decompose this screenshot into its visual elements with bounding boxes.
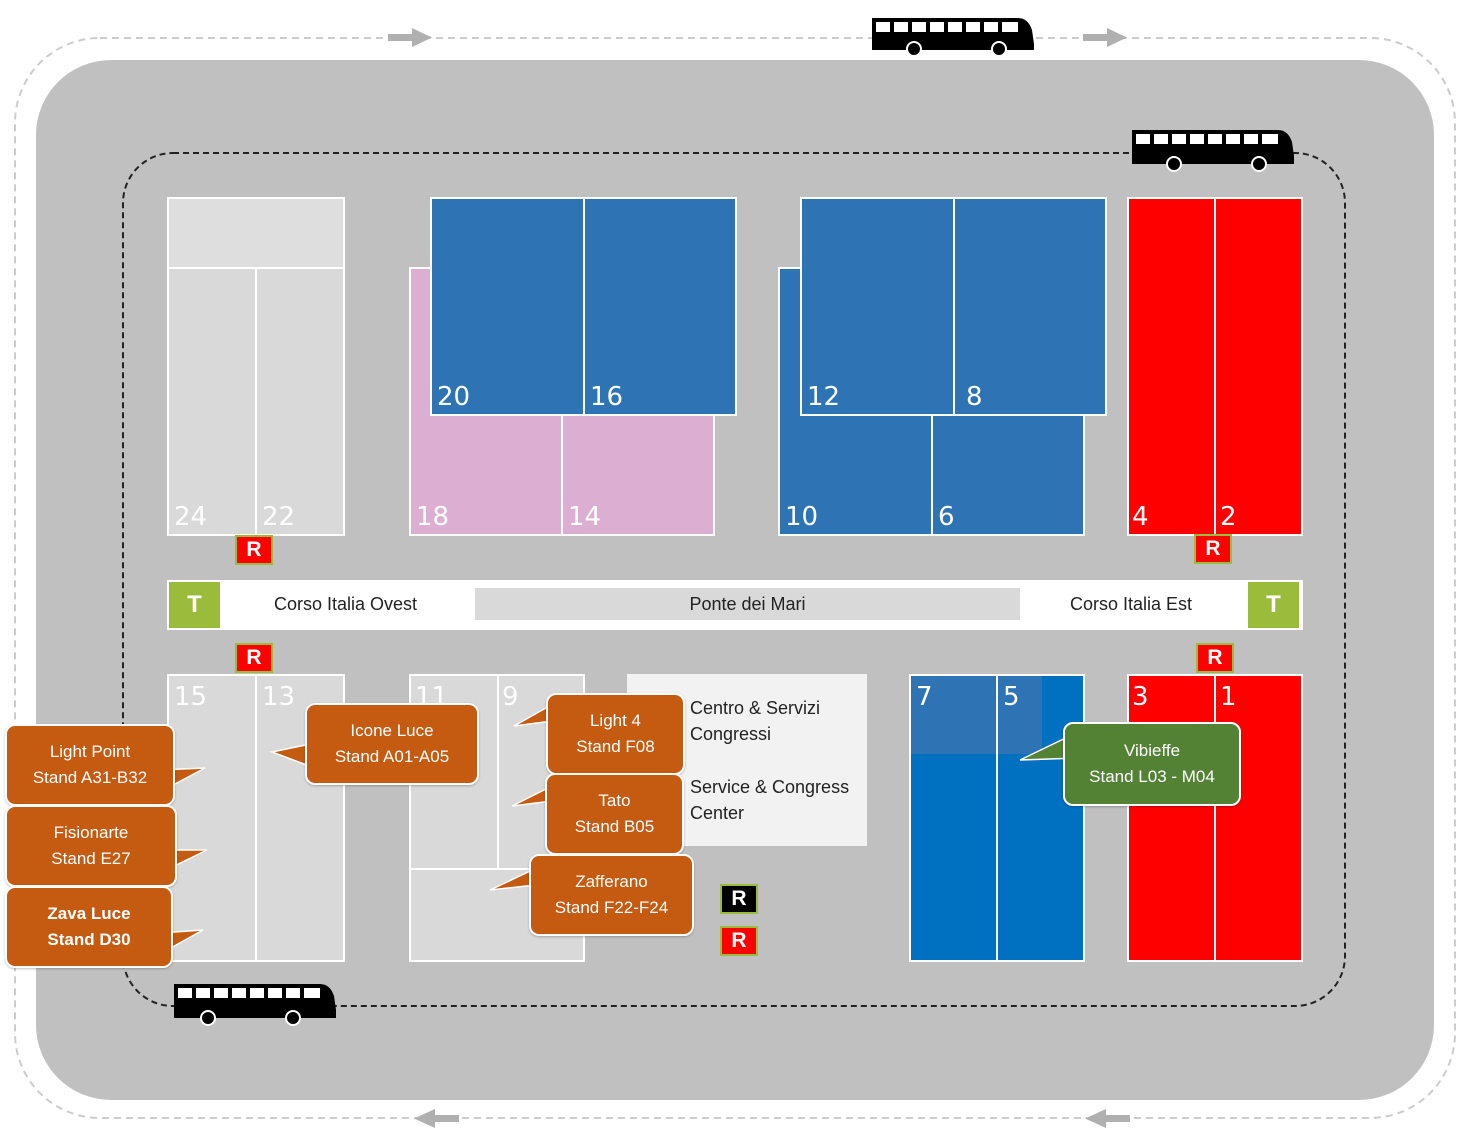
exhibitor-name: Tato	[598, 791, 631, 810]
hall-15[interactable]: 15	[167, 674, 257, 962]
label-line: Centro & Servizi	[690, 698, 821, 718]
arrow-icon	[1083, 28, 1127, 47]
hall-number: 8	[966, 382, 983, 412]
hall-7[interactable]: 7	[909, 674, 998, 962]
label-line: Service & Congress	[690, 777, 850, 797]
hall-number: 15	[174, 682, 208, 712]
callout-light-point[interactable]: Light Point Stand A31-B32	[5, 724, 175, 806]
hall-number: 24	[174, 502, 208, 532]
bus-icon	[174, 984, 336, 1026]
arrow-icon	[414, 1109, 459, 1128]
callout-icone-luce[interactable]: Icone Luce Stand A01-A05	[305, 703, 479, 785]
hall-number: 3	[1132, 682, 1149, 712]
hall-number: 1	[1220, 682, 1237, 712]
tram-stop-east[interactable]: T	[1248, 582, 1299, 628]
exhibitor-name: Vibieffe	[1123, 741, 1181, 760]
exhibitor-name: Light 4	[589, 711, 642, 730]
exhibitor-stand: Stand E27	[51, 849, 131, 868]
hall-number: 22	[262, 502, 296, 532]
tram-stop-west[interactable]: T	[169, 582, 220, 628]
hall-number: 12	[807, 382, 841, 412]
exhibitor-stand: Stand F22-F24	[554, 898, 669, 917]
restaurant-badge[interactable]: R	[235, 535, 273, 565]
congress-center-label-en: Service & Congress Center	[690, 774, 849, 826]
hall-number: 9	[502, 682, 519, 712]
exhibitor-name: Light Point	[49, 742, 131, 761]
hall-4[interactable]: 4	[1127, 197, 1216, 536]
restaurant-badge-black[interactable]: R	[720, 884, 758, 914]
restaurant-badge[interactable]: R	[1194, 534, 1232, 564]
hall-number: 14	[568, 502, 602, 532]
hall-number: 20	[437, 382, 471, 412]
exhibitor-name: Fisionarte	[53, 823, 129, 842]
callout-zava-luce[interactable]: Zava Luce Stand D30	[5, 886, 173, 968]
inner-bus-route	[122, 152, 1346, 1007]
hall-14[interactable]: 14	[561, 414, 715, 536]
bus-icon	[872, 18, 1034, 57]
restaurant-badge[interactable]: R	[235, 643, 273, 673]
exhibitor-stand: Stand D30	[47, 930, 131, 949]
ponte-dei-mari: Ponte dei Mari	[475, 588, 1020, 620]
hall-8[interactable]: 8	[953, 197, 1107, 416]
hall-number: 4	[1132, 502, 1149, 532]
arrow-icon	[1085, 1109, 1130, 1128]
callout-tato[interactable]: Tato Stand B05	[545, 773, 684, 855]
hall-number: 16	[590, 382, 624, 412]
hall-2[interactable]: 2	[1214, 197, 1303, 536]
callout-zafferano[interactable]: Zafferano Stand F22-F24	[529, 854, 694, 936]
hall-5[interactable]: 5	[996, 674, 1085, 962]
hall-number: 2	[1220, 502, 1237, 532]
hall-number: 6	[938, 502, 955, 532]
hall-number: 18	[416, 502, 450, 532]
callout-light4[interactable]: Light 4 Stand F08	[546, 693, 685, 775]
label-line: Congressi	[690, 724, 772, 744]
hall-6[interactable]: 6	[931, 414, 1085, 536]
hall-number: 5	[1003, 682, 1020, 712]
bridge-label: Ponte dei Mari	[689, 593, 806, 614]
exhibitor-name: Zafferano	[575, 872, 648, 891]
hall-16[interactable]: 16	[583, 197, 737, 416]
hall-1[interactable]: 1	[1214, 674, 1303, 962]
hall-7-upper	[911, 676, 996, 754]
restaurant-badge[interactable]: R	[1196, 643, 1234, 673]
exhibitor-stand: Stand L03 - M04	[1089, 767, 1215, 786]
road-label-east: Corso Italia Est	[1070, 594, 1193, 614]
hall-12[interactable]: 12	[800, 197, 955, 416]
congress-center-label-it: Centro & Servizi Congressi	[690, 695, 820, 747]
road-label-west: Corso Italia Ovest	[274, 594, 418, 614]
restaurant-badge[interactable]: R	[720, 926, 758, 956]
arrow-icon	[388, 28, 432, 47]
hall-20[interactable]: 20	[430, 197, 585, 416]
exhibitor-stand: Stand B05	[574, 817, 655, 836]
callout-vibieffe[interactable]: Vibieffe Stand L03 - M04	[1063, 722, 1241, 806]
exhibitor-stand: Stand A31-B32	[32, 768, 148, 787]
exhibitor-name: Zava Luce	[47, 904, 131, 923]
bus-icon	[1132, 130, 1294, 172]
exhibitor-stand: Stand A01-A05	[334, 747, 450, 766]
hall-number: 10	[785, 502, 819, 532]
hall-number: 7	[916, 682, 933, 712]
exhibitor-name: Icone Luce	[350, 721, 434, 740]
exhibitor-stand: Stand F08	[576, 737, 655, 756]
hall-top-gray-annex	[167, 197, 345, 269]
label-line: Center	[690, 803, 745, 823]
hall-number: 13	[262, 682, 296, 712]
hall-24[interactable]: 24	[167, 267, 257, 536]
hall-3[interactable]: 3	[1127, 674, 1216, 962]
hall-22[interactable]: 22	[255, 267, 345, 536]
callout-fisionarte[interactable]: Fisionarte Stand E27	[5, 805, 177, 887]
